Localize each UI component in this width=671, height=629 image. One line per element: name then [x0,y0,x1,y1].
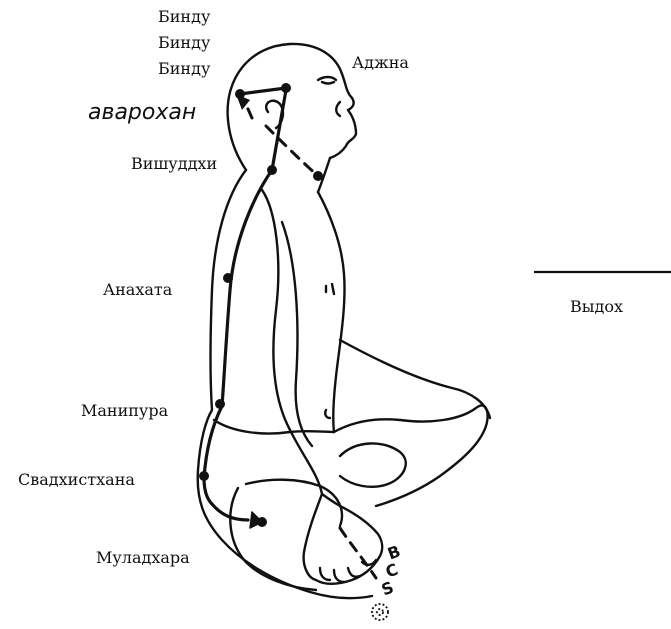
label-muladhara: Муладхара [96,549,190,567]
eye-icon [318,77,336,84]
thigh-outline [334,405,488,506]
nipple-mark [326,284,334,294]
point-bindu [235,89,245,99]
label-ajna: Аджна [352,54,409,72]
neck-back [228,120,246,170]
label-exhale: Выдох [570,298,623,316]
point-ajna [281,83,291,93]
point-manipura [215,399,225,409]
point-anahata [223,273,233,283]
arm-inner [282,222,312,446]
pelvic-passage-dashed [340,528,376,578]
point-muladhara [257,517,267,527]
label-bindu-3: Бинду [158,60,210,78]
label-manipura: Манипура [81,402,168,420]
point-vishuddhi-back [267,165,277,175]
chest-outline [318,192,345,432]
lap-outline [214,420,334,434]
base-swirl-core [377,609,383,615]
bindu-line [240,88,286,94]
knee-outline [340,340,490,418]
arm-outline [262,190,322,580]
seat-outline [230,488,316,590]
label-avarohan: аварохан [88,101,196,125]
foot-outline [340,443,406,486]
label-vishuddhi: Вишуддхи [131,155,217,173]
nose-mouth [336,102,340,116]
label-anahata: Анахата [103,281,172,299]
label-bindu-1: Бинду [158,8,210,26]
point-svadhisthana [199,471,209,481]
base-swirl-icon [372,604,388,620]
label-bindu-2: Бинду [158,34,210,52]
spinal-passage [204,90,286,504]
navel-mark [325,410,330,418]
point-vishuddhi-front [313,171,323,181]
label-svadhisthana: Свадхистхана [18,471,135,489]
